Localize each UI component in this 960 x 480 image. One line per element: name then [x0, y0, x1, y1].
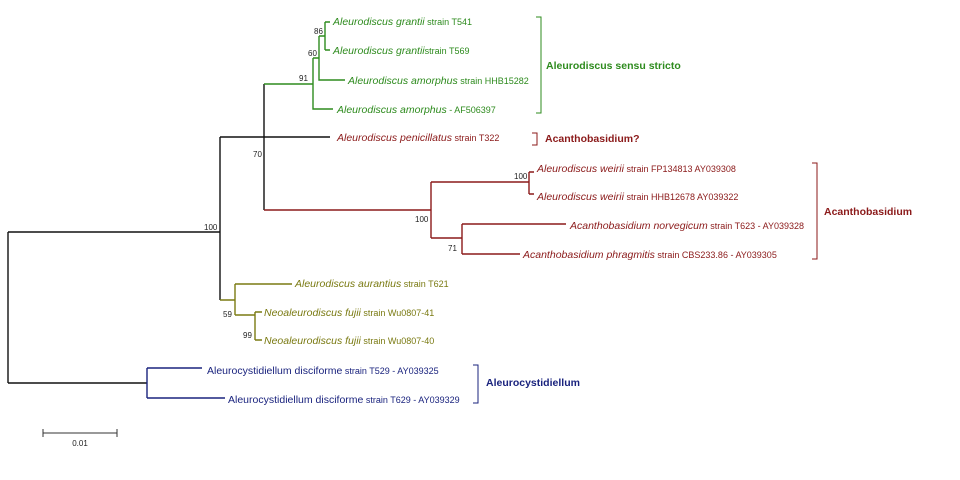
taxon-strain: strain T621: [401, 279, 448, 289]
clade-label: Aleurocystidiellum: [486, 377, 580, 389]
taxon-strain: strain Wu0807-41: [361, 308, 434, 318]
taxon-species: Neoaleurodiscus fujii: [264, 307, 362, 319]
taxon-species: Aleurodiscus amorphus: [347, 75, 458, 87]
branch-olive: [220, 283, 292, 341]
bootstrap-value: 71: [448, 244, 457, 253]
scale-bar-label: 0.01: [72, 439, 88, 448]
taxon-labels: Aleurodiscus grantii strain T541Aleurodi…: [207, 16, 804, 406]
taxon-label: Aleurodiscus grantiistrain T569: [332, 45, 470, 57]
taxon-label: Neoaleurodiscus fujii strain Wu0807-40: [264, 335, 434, 347]
taxon-species: Acanthobasidium norvegicum: [569, 220, 708, 232]
bootstrap-value: 60: [308, 49, 317, 58]
taxon-label: Aleurocystidiellum disciforme strain T62…: [228, 394, 460, 406]
taxon-strain: strain T322: [452, 133, 499, 143]
taxon-label: Aleurodiscus weirii strain FP134813 AY03…: [536, 163, 736, 175]
bootstrap-values: 86 60 91 70 100 100 71 100 59 99: [204, 27, 528, 340]
bootstrap-value: 99: [243, 331, 252, 340]
taxon-label: Aleurodiscus penicillatus strain T322: [336, 132, 499, 144]
taxon-strain: strain T529 - AY039325: [342, 366, 438, 376]
taxon-label: Aleurodiscus amorphus strain HHB15282: [347, 75, 529, 87]
taxon-label: Aleurodiscus amorphus - AF506397: [336, 104, 496, 116]
taxon-label: Acanthobasidium phragmitis strain CBS233…: [522, 249, 777, 261]
taxon-strain: strain T569: [425, 46, 470, 56]
taxon-strain: - AF506397: [447, 105, 496, 115]
bootstrap-value: 86: [314, 27, 323, 36]
taxon-label: Aleurodiscus grantii strain T541: [332, 16, 472, 28]
clade-label: Aleurodiscus sensu stricto: [546, 60, 681, 72]
taxon-species: Aleurodiscus amorphus: [336, 104, 447, 116]
clade-brackets: Aleurodiscus sensu strictoAcanthobasidiu…: [473, 16, 912, 404]
clade-label: Acanthobasidium: [824, 206, 912, 218]
taxon-strain: strain CBS233.86 - AY039305: [655, 250, 777, 260]
taxon-species: Aleurodiscus grantii: [332, 45, 425, 57]
taxon-strain: strain T623 - AY039328: [708, 221, 804, 231]
taxon-species: Aleurocystidiellum disciforme: [228, 394, 364, 406]
taxon-label: Aleurocystidiellum disciforme strain T52…: [207, 365, 439, 377]
scale-bar: 0.01: [42, 429, 118, 448]
taxon-species: Aleurodiscus grantii: [332, 16, 425, 28]
taxon-strain: strain HHB15282: [458, 76, 529, 86]
bootstrap-value: 100: [415, 215, 429, 224]
clade-bracket: [532, 132, 538, 146]
bootstrap-value: 100: [514, 172, 528, 181]
taxon-label: Aleurodiscus aurantius strain T621: [294, 278, 449, 290]
branch-black: [7, 84, 330, 384]
bootstrap-value: 91: [299, 74, 308, 83]
tree-branches: [7, 21, 566, 399]
taxon-species: Acanthobasidium phragmitis: [522, 249, 656, 261]
bootstrap-value: 59: [223, 310, 232, 319]
taxon-species: Aleurodiscus weirii: [536, 191, 625, 203]
taxon-strain: strain Wu0807-40: [361, 336, 434, 346]
taxon-strain: strain T629 - AY039329: [363, 395, 459, 405]
taxon-species: Aleurodiscus weirii: [536, 163, 625, 175]
clade-label: Acanthobasidium?: [545, 133, 640, 145]
taxon-species: Aleurodiscus aurantius: [294, 278, 402, 290]
taxon-strain: strain HHB12678 AY039322: [624, 192, 738, 202]
clade-bracket: [536, 16, 542, 114]
taxon-species: Neoaleurodiscus fujii: [264, 335, 362, 347]
branch-red: [264, 171, 566, 255]
taxon-species: Aleurodiscus penicillatus: [336, 132, 453, 144]
taxon-label: Aleurodiscus weirii strain HHB12678 AY03…: [536, 191, 738, 203]
bootstrap-value: 100: [204, 223, 218, 232]
clade-bracket: [473, 364, 479, 404]
branch-green: [264, 21, 345, 110]
bootstrap-value: 70: [253, 150, 262, 159]
clade-bracket: [812, 162, 818, 260]
taxon-strain: strain T541: [425, 17, 472, 27]
taxon-label: Neoaleurodiscus fujii strain Wu0807-41: [264, 307, 434, 319]
branch-navy: [146, 367, 225, 399]
taxon-strain: strain FP134813 AY039308: [624, 164, 736, 174]
taxon-label: Acanthobasidium norvegicum strain T623 -…: [569, 220, 804, 232]
taxon-species: Aleurocystidiellum disciforme: [207, 365, 343, 377]
